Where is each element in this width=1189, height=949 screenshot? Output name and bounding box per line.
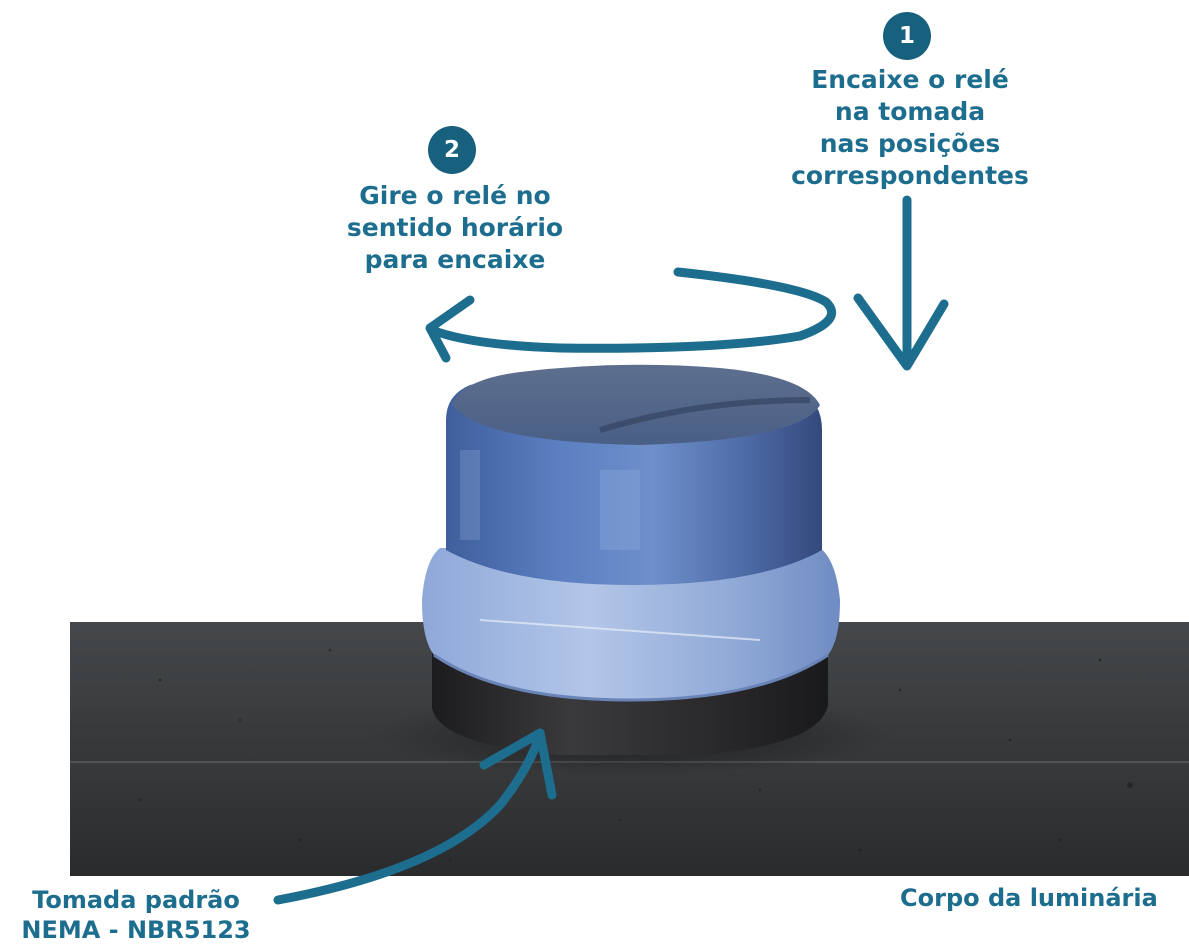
step-2-instruction: Gire o relé no sentido horário para enca… [320,180,590,276]
luminaire-body-label: Corpo da luminária [900,884,1158,912]
step-2-line-3: para encaixe [364,245,546,274]
socket-label: Tomada padrão NEMA - NBR5123 [0,885,272,945]
socket-label-line-1: Tomada padrão [32,886,240,914]
step-2-line-2: sentido horário [346,213,564,242]
step-1-line-2: na tomada [834,97,986,126]
socket-pointer-arrow [273,728,557,905]
step-1-line-1: Encaixe o relé [811,65,1009,94]
step-1-line-4: correspondentes [791,161,1029,190]
photocell-relay [422,364,840,755]
socket-label-line-2: NEMA - NBR5123 [21,916,251,944]
step-2-line-1: Gire o relé no [359,181,551,210]
insert-arrow [853,195,949,371]
step-1-badge: 1 [883,12,931,60]
rotate-arrow [425,267,836,363]
step-2-badge: 2 [428,126,476,174]
step-1-line-3: nas posições [819,129,1001,158]
step-1-instruction: Encaixe o relé na tomada nas posições co… [770,64,1050,192]
